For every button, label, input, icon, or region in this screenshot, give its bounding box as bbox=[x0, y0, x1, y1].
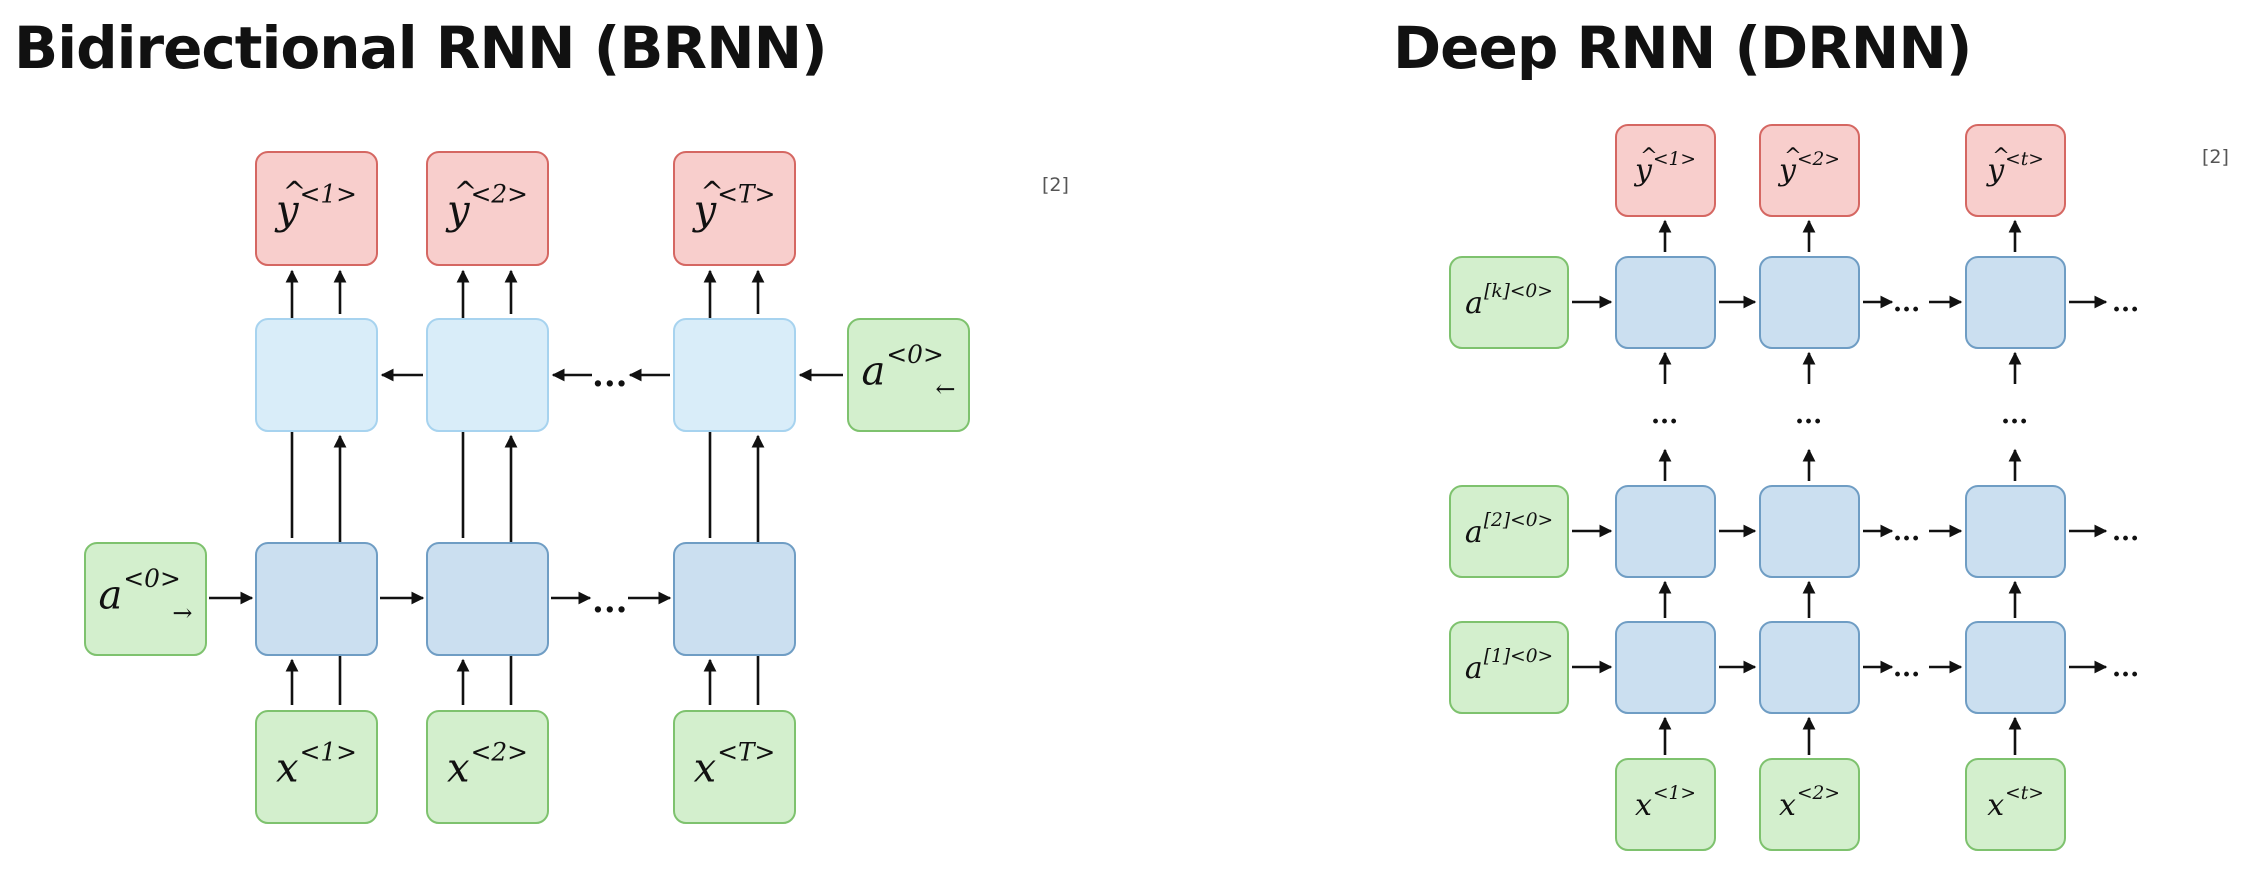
drnn-layer-2-cell-t bbox=[1965, 485, 2066, 578]
brnn-input-xT: x<T> bbox=[673, 710, 796, 824]
drnn-ellipsis-layer-2-end: ... bbox=[2112, 517, 2140, 547]
drnn-output-y2: y<2> bbox=[1759, 124, 1860, 217]
drnn-ellipsis-layer-k-mid: ... bbox=[1893, 288, 1921, 318]
drnn-input-x1-sup: <1> bbox=[1652, 782, 1696, 804]
drnn-layer-1-cell-2 bbox=[1759, 621, 1860, 714]
brnn-ellipsis-backward: ... bbox=[592, 355, 628, 395]
drnn-output-yt-sup: <t> bbox=[2005, 148, 2044, 170]
brnn-backward-cell-2 bbox=[426, 318, 549, 432]
drnn-layer-k-cell-1 bbox=[1615, 256, 1716, 349]
drnn-citation: [2] bbox=[2202, 146, 2229, 168]
brnn-forward-cell-1 bbox=[255, 542, 378, 656]
brnn-output-y2: y<2> bbox=[426, 151, 549, 266]
drnn-layer-1-cell-1 bbox=[1615, 621, 1716, 714]
drnn-input-xt-sup: <t> bbox=[2005, 782, 2044, 804]
drnn-initial-state-1: a[1]<0> bbox=[1449, 621, 1569, 714]
brnn-ellipsis-forward: ... bbox=[592, 581, 628, 621]
brnn-output-yT: y<T> bbox=[673, 151, 796, 266]
brnn-a-fwd-sup: <0> bbox=[123, 564, 181, 594]
brnn-output-y2-sup: <2> bbox=[470, 178, 528, 208]
drnn-layer-k-cell-t bbox=[1965, 256, 2066, 349]
drnn-a1-sup: [1]<0> bbox=[1483, 645, 1554, 667]
drnn-output-y2-sup: <2> bbox=[1796, 148, 1840, 170]
brnn-a-back-sup: <0> bbox=[886, 340, 944, 370]
drnn-ellipsis-layer-k-end: ... bbox=[2112, 288, 2140, 318]
drnn-initial-state-k: a[k]<0> bbox=[1449, 256, 1569, 349]
drnn-initial-state-2: a[2]<0> bbox=[1449, 485, 1569, 578]
drnn-layer-k-cell-2 bbox=[1759, 256, 1860, 349]
drnn-input-x2: x<2> bbox=[1759, 758, 1860, 851]
drnn-ellipsis-vertical-t: ... bbox=[2001, 400, 2029, 430]
drnn-ellipsis-layer-2-mid: ... bbox=[1893, 517, 1921, 547]
brnn-citation: [2] bbox=[1042, 174, 1069, 196]
drnn-input-x1: x<1> bbox=[1615, 758, 1716, 851]
drnn-layer-2-cell-2 bbox=[1759, 485, 1860, 578]
drnn-layer-1-cell-t bbox=[1965, 621, 2066, 714]
drnn-output-y1: y<1> bbox=[1615, 124, 1716, 217]
drnn-input-x2-sup: <2> bbox=[1796, 782, 1840, 804]
brnn-forward-cell-T bbox=[673, 542, 796, 656]
brnn-forward-cell-2 bbox=[426, 542, 549, 656]
drnn-ellipsis-vertical-2: ... bbox=[1795, 400, 1823, 430]
drnn-a2-sup: [2]<0> bbox=[1483, 509, 1554, 531]
drnn-ak-sup: [k]<0> bbox=[1484, 280, 1553, 302]
brnn-title: Bidirectional RNN (BRNN) bbox=[14, 14, 828, 82]
drnn-output-y1-sup: <1> bbox=[1652, 148, 1696, 170]
drnn-ellipsis-layer-1-mid: ... bbox=[1893, 653, 1921, 683]
brnn-output-y1-sup: <1> bbox=[299, 178, 357, 208]
brnn-input-x2-sup: <2> bbox=[470, 737, 528, 767]
drnn-ellipsis-layer-1-end: ... bbox=[2112, 653, 2140, 683]
brnn-output-y1: y<1> bbox=[255, 151, 378, 266]
left-arrow-subscript-icon: ← bbox=[935, 375, 956, 404]
brnn-output-yT-sup: <T> bbox=[717, 178, 776, 208]
brnn-input-x1: x<1> bbox=[255, 710, 378, 824]
drnn-title: Deep RNN (DRNN) bbox=[1393, 14, 1972, 82]
drnn-output-yt: y<t> bbox=[1965, 124, 2066, 217]
brnn-backward-cell-T bbox=[673, 318, 796, 432]
drnn-ellipsis-vertical-1: ... bbox=[1651, 400, 1679, 430]
brnn-backward-initial-state: a<0>← bbox=[847, 318, 970, 432]
drnn-layer-2-cell-1 bbox=[1615, 485, 1716, 578]
brnn-input-x2: x<2> bbox=[426, 710, 549, 824]
brnn-forward-initial-state: a<0>→ bbox=[84, 542, 207, 656]
brnn-backward-cell-1 bbox=[255, 318, 378, 432]
drnn-input-xt: x<t> bbox=[1965, 758, 2066, 851]
brnn-input-xT-sup: <T> bbox=[717, 737, 776, 767]
brnn-input-x1-sup: <1> bbox=[299, 737, 357, 767]
right-arrow-subscript-icon: → bbox=[172, 599, 193, 628]
